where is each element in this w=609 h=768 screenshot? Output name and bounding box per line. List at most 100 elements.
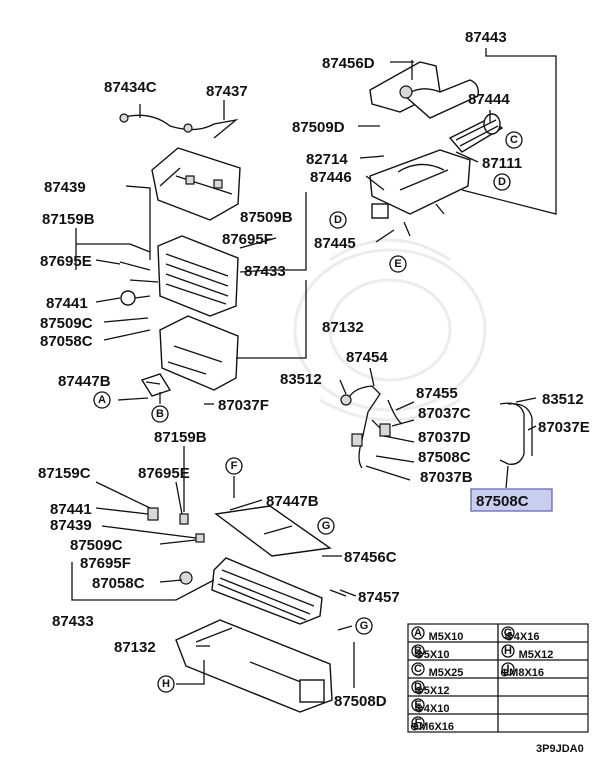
svg-text:G: G (322, 520, 331, 532)
part-label: 87508C (418, 449, 471, 466)
part-label: 87509C (70, 537, 123, 554)
svg-text:A: A (98, 394, 106, 406)
svg-text:D: D (498, 176, 506, 188)
part-label: 87695E (138, 465, 190, 482)
legend-row-h: H M5X12 (501, 644, 554, 661)
part-label: 87695F (80, 555, 131, 572)
part-label: 87457 (358, 589, 400, 606)
svg-text:⊛5X10: ⊛5X10 (415, 649, 450, 661)
part-label: 87037B (420, 469, 473, 486)
part-label: 87132 (114, 639, 156, 656)
blower-lower-case (369, 149, 471, 237)
part-label: 87509C (40, 315, 93, 332)
highlighted-part-number[interactable]: 87508C (476, 493, 529, 510)
svg-text:E: E (414, 699, 421, 711)
part-label: 87447B (266, 493, 319, 510)
legend-row-i: I ⊕M8X16 (500, 662, 544, 679)
part-label: 87446 (310, 169, 352, 186)
callout-circle: G (355, 617, 373, 635)
leader-lines (71, 48, 557, 688)
part-label: 82714 (306, 151, 348, 168)
thermistor-sensor (120, 290, 151, 306)
svg-text:M5X12: M5X12 (519, 649, 554, 661)
svg-text:B: B (414, 645, 422, 657)
small-parts-lower (147, 507, 347, 597)
part-label: 87441 (50, 501, 92, 518)
part-label: 83512 (542, 391, 584, 408)
legend-row-g: G ⊛4X16 (501, 626, 540, 643)
callout-circle: H (157, 675, 175, 693)
wiring-harness-right (499, 402, 533, 465)
highlighted-part-label[interactable]: 87508C (470, 488, 553, 512)
svg-text:M5X10: M5X10 (429, 631, 464, 643)
part-label: 87439 (44, 179, 86, 196)
part-label: 83512 (280, 371, 322, 388)
part-label: 87447B (58, 373, 111, 390)
part-label: 87454 (346, 349, 388, 366)
svg-text:⊕M6X16: ⊕M6X16 (410, 721, 454, 733)
part-label: 87509B (240, 209, 293, 226)
svg-text:G: G (504, 627, 513, 639)
lower-case-87132 (175, 619, 333, 713)
svg-text:M5X25: M5X25 (429, 667, 464, 679)
callout-circle: A (93, 391, 111, 409)
svg-text:D: D (414, 681, 422, 693)
part-label: 87443 (465, 29, 507, 46)
part-label: 87509D (292, 119, 345, 136)
part-label: 87037F (218, 397, 269, 414)
svg-text:G: G (360, 620, 369, 632)
part-label: 87437 (206, 83, 248, 100)
legend-row-f: F ⊕M6X16 (410, 716, 454, 733)
svg-text:E: E (394, 258, 401, 270)
svg-text:C: C (414, 663, 422, 675)
svg-text:D: D (334, 214, 342, 226)
part-label: 87433 (244, 263, 286, 280)
fastener-callouts: C D D E A B F G G H (93, 131, 523, 693)
upper-evaporator-case (151, 147, 241, 221)
blower-fan-motor (448, 113, 504, 153)
legend-row-e: E ⊛4X10 (411, 698, 450, 715)
part-label: 87159B (42, 211, 95, 228)
part-label: 87508D (334, 693, 387, 710)
svg-text:F: F (231, 460, 238, 472)
part-label: 87433 (52, 613, 94, 630)
svg-text:A: A (414, 627, 422, 639)
part-label: 87037E (538, 419, 590, 436)
svg-text:⊛5X12: ⊛5X12 (415, 685, 450, 697)
wiring-harness-upper (119, 113, 239, 139)
part-label: 87456D (322, 55, 375, 72)
legend-row-b: B ⊛5X10 (411, 644, 450, 661)
callout-circle: D (329, 211, 347, 229)
part-labels: 87443 87456D 87444 87509D 82714 87111 87… (38, 29, 590, 710)
part-label: 87132 (322, 319, 364, 336)
part-label: 87159C (38, 465, 91, 482)
wiring-harness-middle (340, 385, 403, 469)
svg-text:C: C (510, 134, 518, 146)
legend-row-d: D ⊛5X12 (411, 680, 450, 697)
svg-text:H: H (162, 678, 170, 690)
svg-text:⊕M8X16: ⊕M8X16 (500, 667, 544, 679)
part-label: 87434C (104, 79, 157, 96)
svg-text:⊛4X10: ⊛4X10 (415, 703, 450, 715)
part-label: 87058C (92, 575, 145, 592)
svg-text:⊛4X16: ⊛4X16 (505, 631, 540, 643)
callout-circle: E (389, 255, 407, 273)
part-label: 87695F (222, 231, 273, 248)
part-label: 87445 (314, 235, 356, 252)
watermark-emblem (293, 238, 487, 422)
svg-text:I: I (506, 663, 509, 675)
part-label: 87159B (154, 429, 207, 446)
legend-row-c: C M5X25 (411, 662, 464, 679)
callout-circle: B (151, 405, 169, 423)
part-label: 87456C (344, 549, 397, 566)
bracket-87447b-upper (140, 373, 172, 397)
figure-code: 3P9JDA0 (536, 743, 584, 755)
part-label: 87037C (418, 405, 471, 422)
svg-text:F: F (415, 717, 422, 729)
blower-upper-housing (369, 60, 480, 119)
part-label: 87441 (46, 295, 88, 312)
callout-circle: D (493, 173, 511, 191)
svg-text:B: B (156, 408, 164, 420)
